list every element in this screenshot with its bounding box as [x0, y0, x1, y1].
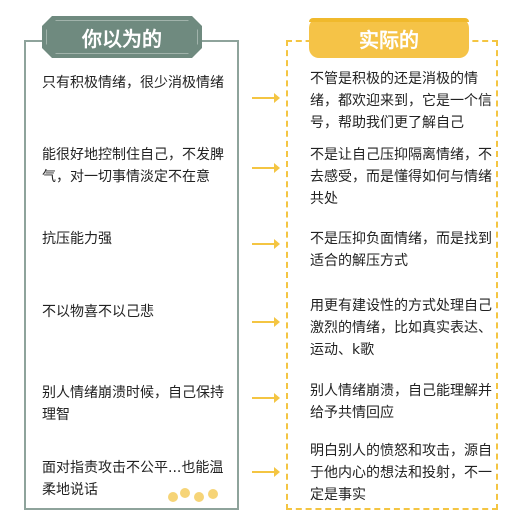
belief-text-1: 只有积极情绪，很少消极情绪: [42, 75, 224, 91]
arrow-icon: [252, 93, 280, 103]
belief-header: 你以为的: [42, 16, 202, 58]
belief-text-2: 能很好地控制住自己，不发脾气，对一切事情淡定不在意: [42, 147, 224, 185]
arrow-icon: [252, 393, 280, 403]
reality-text-5: 别人情绪崩溃，自己能理解并给予共情回应: [310, 383, 492, 421]
reality-text-4: 用更有建设性的方式处理自己激烈的情绪，比如真实表达、运动、k歌: [310, 298, 492, 358]
belief-text-3: 抗压能力强: [42, 231, 112, 247]
belief-text-4: 不以物喜不以己悲: [42, 304, 154, 320]
belief-panel: [24, 40, 239, 510]
belief-text-6: 面对指责攻击不公平...也能温柔地说话: [42, 460, 224, 498]
reality-text-1: 不管是积极的还是消极的情绪，都欢迎来到，它是一个信号，帮助我们更了解自己: [310, 71, 492, 131]
reality-text-3: 不是压抑负面情绪，而是找到适合的解压方式: [310, 231, 492, 269]
reality-text-6: 明白别人的愤怒和攻击，源自于他内心的想法和投射，不一定是事实: [310, 443, 492, 503]
reality-header: 实际的: [309, 18, 469, 58]
arrow-icon: [252, 317, 280, 327]
belief-text-5: 别人情绪崩溃时候，自己保持理智: [42, 385, 224, 423]
reality-text-2: 不是让自己压抑隔离情绪，不去感受，而是懂得如何与情绪共处: [310, 147, 492, 207]
arrow-icon: [252, 163, 280, 173]
arrow-icon: [252, 239, 280, 249]
reality-panel: [286, 40, 498, 510]
flower-decoration-icon: [168, 486, 238, 506]
arrow-icon: [252, 467, 280, 477]
reality-header-label: 实际的: [359, 27, 419, 52]
belief-header-label: 你以为的: [82, 26, 162, 51]
